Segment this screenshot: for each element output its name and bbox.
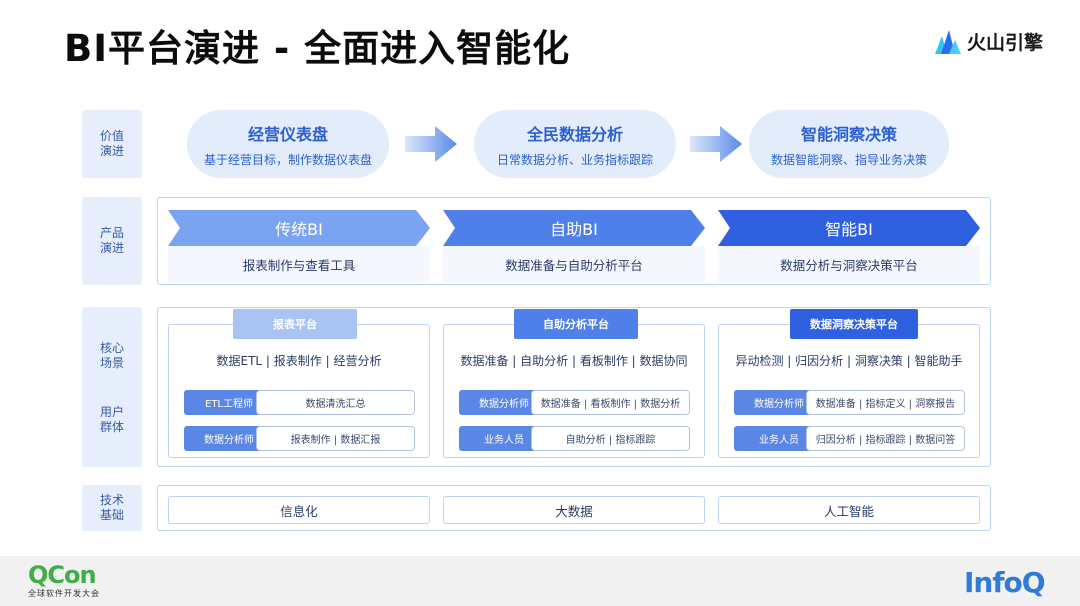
value-stage-title: 经营仪表盘: [247, 124, 328, 144]
product-stage-name: 智能BI: [825, 220, 873, 239]
footer: QCon 全球软件开发大会 InfoQ: [0, 556, 1080, 606]
user-row: ETL工程师 数据清洗汇总: [184, 390, 415, 415]
value-stage-2: 全民数据分析 日常数据分析、业务指标跟踪: [474, 110, 676, 178]
infoq-logo: InfoQ: [964, 566, 1046, 599]
user-desc: 自助分析 | 指标跟踪: [531, 426, 690, 451]
value-stage-desc: 日常数据分析、业务指标跟踪: [496, 152, 653, 167]
platform-tag: 数据洞察决策平台: [790, 309, 918, 339]
platform-scenes: 数据准备 | 自助分析 | 看板制作 | 数据协同: [460, 354, 688, 368]
value-stage-title: 智能洞察决策: [800, 124, 897, 144]
user-desc: 报表制作 | 数据汇报: [256, 426, 415, 451]
chevron-shape-1: [168, 210, 430, 246]
user-row: 数据分析师 报表制作 | 数据汇报: [184, 426, 415, 451]
value-stage-3: 智能洞察决策 数据智能洞察、指导业务决策: [749, 110, 949, 178]
user-desc: 数据准备 | 指标定义 | 洞察报告: [806, 390, 965, 415]
product-stage-desc: 数据分析与洞察决策平台: [718, 246, 980, 282]
row-label-value: 价值 演进: [82, 110, 142, 178]
user-desc: 数据准备 | 看板制作 | 数据分析: [531, 390, 690, 415]
value-stage-1: 经营仪表盘 基于经营目标，制作数据仪表盘: [187, 110, 389, 178]
row-label-product: 产品 演进: [82, 197, 142, 285]
page-title: BI平台演进 - 全面进入智能化: [64, 27, 571, 70]
brand-logo: 火山引擎: [935, 28, 1043, 55]
brand-name: 火山引擎: [967, 32, 1044, 54]
tech-item: 信息化: [168, 496, 430, 524]
qcon-wordmark: QCon: [28, 561, 97, 589]
row-label-scene-users: 核心 场景 用户 群体: [82, 307, 142, 467]
volcano-logo-icon: [935, 29, 961, 54]
user-row: 业务人员 自助分析 | 指标跟踪: [459, 426, 690, 451]
user-row: 数据分析师 数据准备 | 指标定义 | 洞察报告: [734, 390, 965, 415]
row-label-tech: 技术 基础: [82, 485, 142, 531]
platform-tag: 报表平台: [233, 309, 357, 339]
user-desc: 数据清洗汇总: [256, 390, 415, 415]
tech-item: 人工智能: [718, 496, 980, 524]
chevron-shape-3: [718, 210, 980, 246]
user-desc: 归因分析 | 指标跟踪 | 数据问答: [806, 426, 965, 451]
chevron-shape-2: [443, 210, 705, 246]
product-stage-desc: 数据准备与自助分析平台: [443, 246, 705, 282]
platform-scenes: 异动检测 | 归因分析 | 洞察决策 | 智能助手: [735, 354, 963, 368]
product-stage-name: 自助BI: [550, 220, 598, 239]
value-stage-desc: 基于经营目标，制作数据仪表盘: [203, 152, 372, 167]
flow-arrow-icon: [690, 126, 742, 162]
qcon-subtitle: 全球软件开发大会: [28, 589, 100, 598]
platform-tag: 自助分析平台: [514, 309, 638, 339]
flow-arrow-icon: [405, 126, 457, 162]
tech-item: 大数据: [443, 496, 705, 524]
value-stage-title: 全民数据分析: [526, 124, 623, 144]
product-stage-name: 传统BI: [275, 220, 323, 239]
platform-scenes: 数据ETL | 报表制作 | 经营分析: [216, 354, 382, 368]
user-row: 数据分析师 数据准备 | 看板制作 | 数据分析: [459, 390, 690, 415]
qcon-logo: QCon 全球软件开发大会: [28, 562, 100, 599]
value-stage-desc: 数据智能洞察、指导业务决策: [770, 152, 927, 167]
user-row: 业务人员 归因分析 | 指标跟踪 | 数据问答: [734, 426, 965, 451]
product-stage-desc: 报表制作与查看工具: [168, 246, 430, 282]
